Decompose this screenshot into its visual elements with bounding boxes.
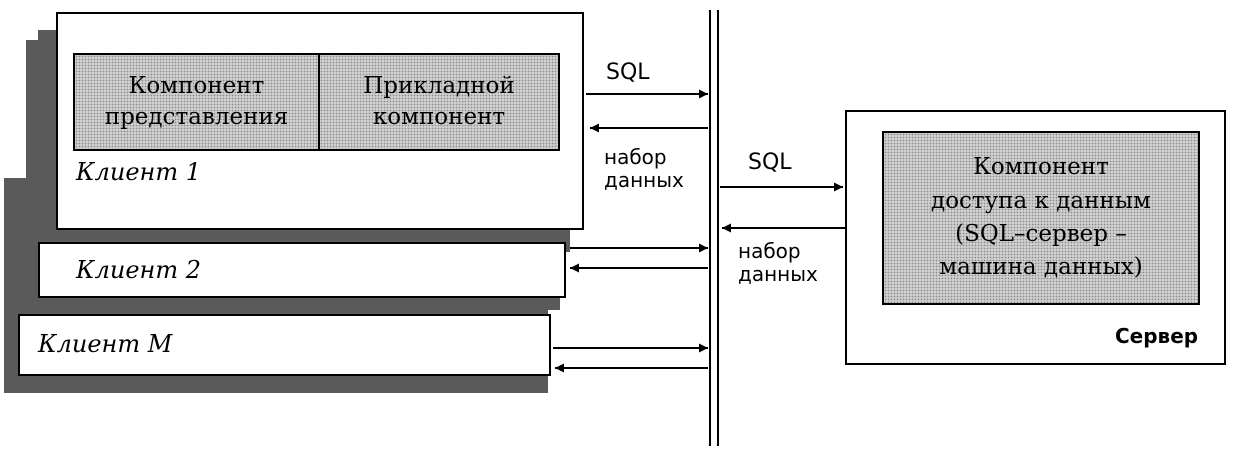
server-sql-label: SQL xyxy=(748,150,792,175)
application-component: Прикладной компонент xyxy=(318,53,560,151)
client-sql-label: SQL xyxy=(606,60,650,85)
presentation-component-text: Компонент представления xyxy=(104,72,289,130)
client-2-label: Клиент 2 xyxy=(76,256,201,284)
presentation-component: Компонент представления xyxy=(73,53,320,151)
client-m-label: Клиент М xyxy=(38,330,173,358)
server-result-label: набор данных xyxy=(738,239,818,286)
server-box: Компонент доступа к данным (SQL–сервер –… xyxy=(845,110,1226,365)
client-2-box: Клиент 2 xyxy=(38,242,566,298)
data-access-component-text: Компонент доступа к данным (SQL–сервер –… xyxy=(931,154,1151,281)
client-1-label: Клиент 1 xyxy=(76,158,201,186)
server-label: Сервер xyxy=(1115,324,1199,348)
application-component-text: Прикладной компонент xyxy=(363,72,515,130)
client-1-box: Компонент представления Прикладной компо… xyxy=(56,12,584,230)
client-m-box: Клиент М xyxy=(18,314,551,376)
client-result-label: набор данных xyxy=(604,145,684,192)
data-access-component: Компонент доступа к данным (SQL–сервер –… xyxy=(882,131,1200,305)
